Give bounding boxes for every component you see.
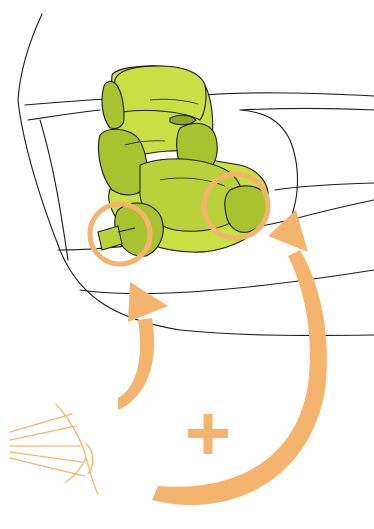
plus-icon bbox=[188, 414, 228, 454]
seat-back-inner bbox=[25, 99, 105, 120]
plus-vertical bbox=[204, 414, 213, 454]
curved-arrow-icon bbox=[118, 282, 168, 410]
seat-cushion-front bbox=[80, 270, 374, 294]
curved-arrow-icon bbox=[152, 210, 327, 505]
arrow-left-body bbox=[118, 318, 154, 410]
seat-fold-line bbox=[275, 183, 374, 190]
isofix-latch bbox=[98, 226, 122, 250]
eye-upper-lid bbox=[56, 404, 98, 494]
seat-edge-left bbox=[40, 120, 68, 260]
eye-icon bbox=[10, 404, 98, 494]
seat-right-back bbox=[205, 93, 374, 110]
arrow-left-head bbox=[128, 282, 168, 322]
eye-ray-2 bbox=[10, 426, 76, 440]
child-booster-seat bbox=[99, 66, 269, 257]
